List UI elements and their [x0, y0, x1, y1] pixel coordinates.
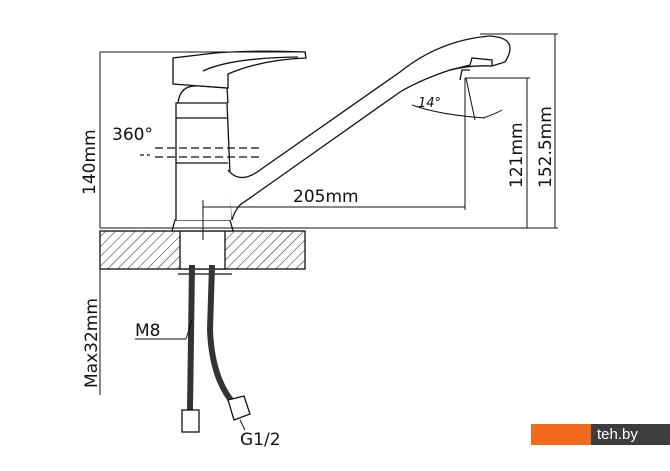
spout [227, 35, 511, 221]
label-max32mm: Max32mm [82, 298, 102, 388]
label-360: 360° [112, 125, 153, 145]
hose-nut [227, 395, 251, 421]
label-m8: M8 [135, 321, 160, 341]
label-152-5mm: 152.5mm [536, 106, 556, 188]
logo-text: teh.by [591, 424, 670, 445]
label-121mm: 121mm [507, 122, 527, 188]
logo-accent [531, 424, 591, 445]
dimension-lines [99, 33, 558, 395]
label-14deg: 14° [418, 96, 441, 111]
supply-hoses [187, 264, 238, 411]
hose-nut [181, 409, 200, 433]
faucet-body [140, 50, 307, 232]
label-140mm: 140mm [80, 129, 100, 195]
label-g1-2: G1/2 [240, 430, 281, 450]
watermark-logo: teh.by [531, 424, 670, 445]
label-205mm: 205mm [293, 187, 359, 207]
